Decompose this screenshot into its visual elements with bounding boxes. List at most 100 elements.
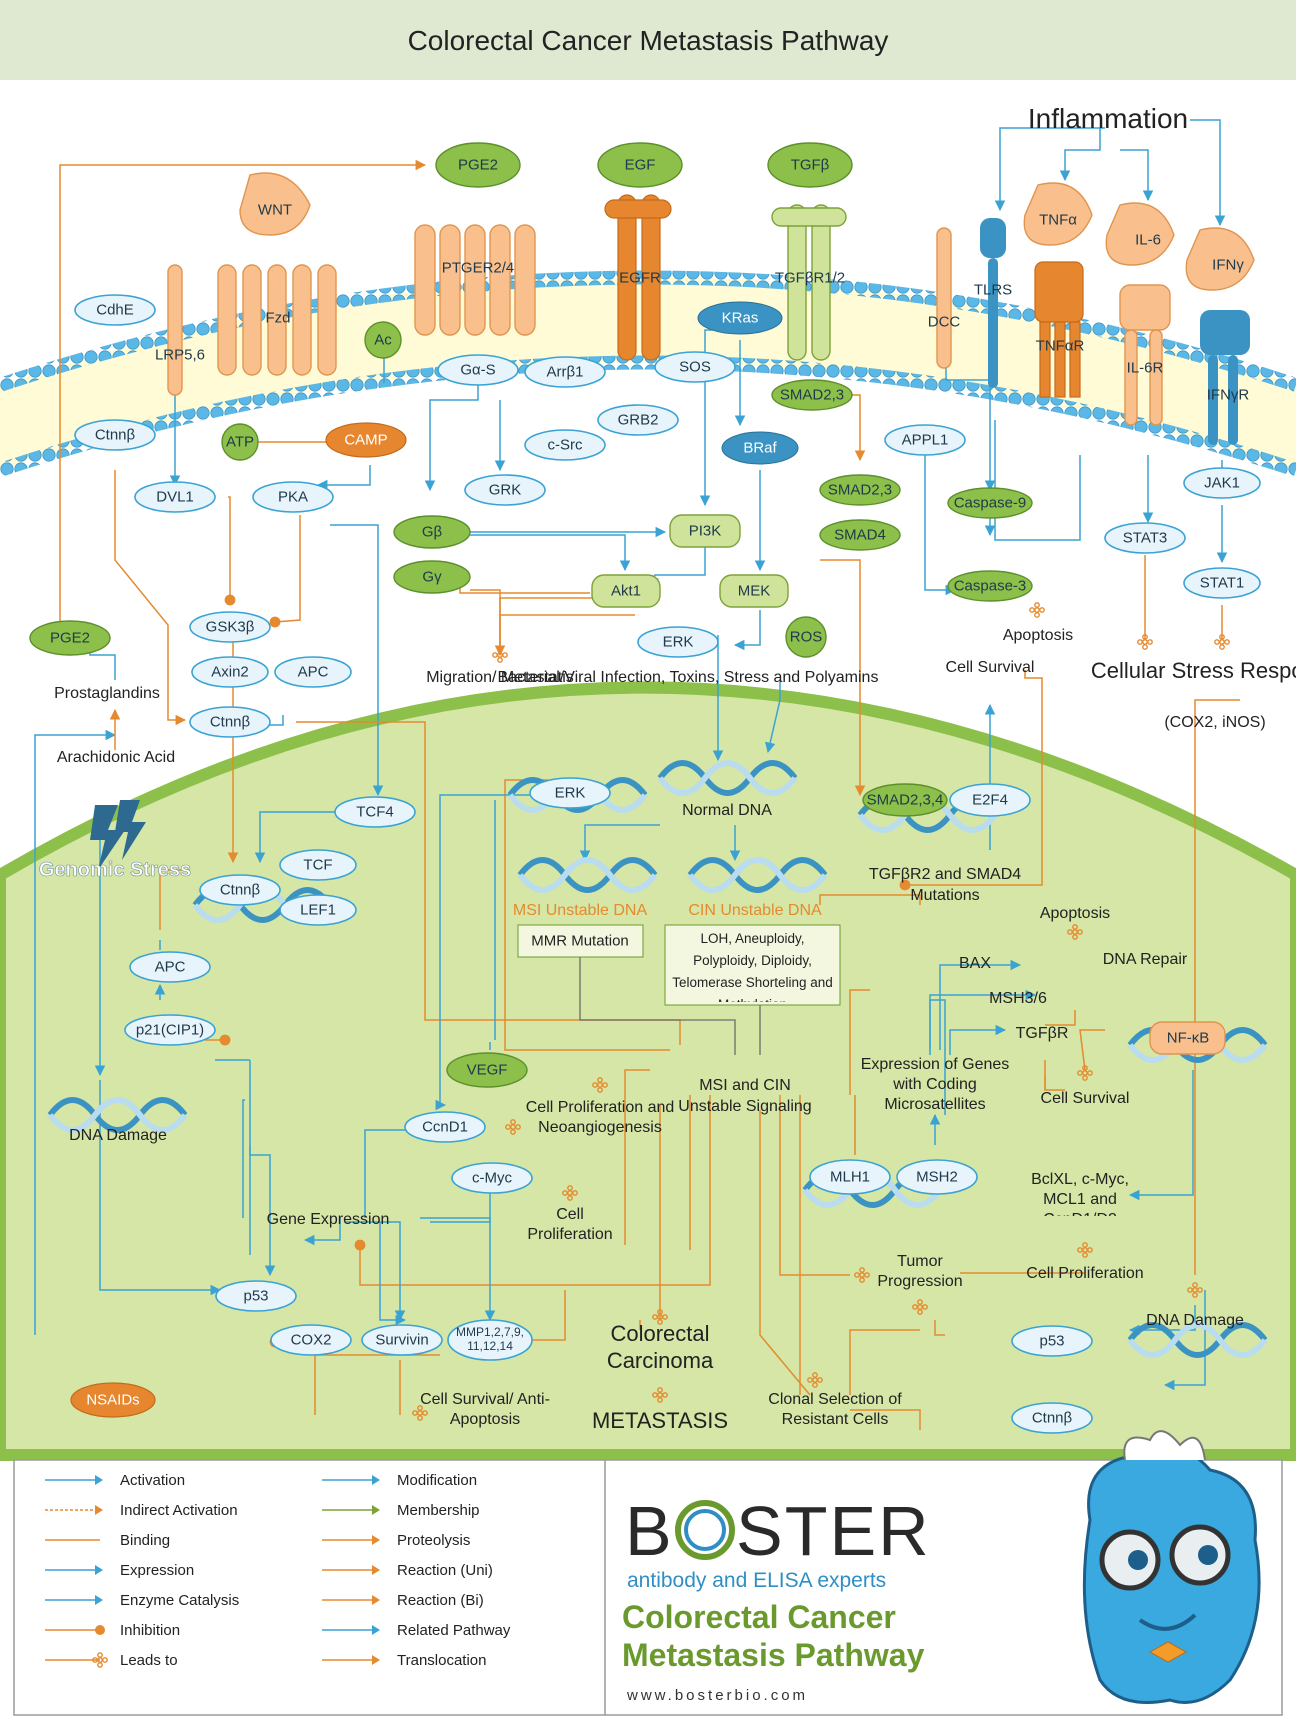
- genomic-stress-icon: Genomic Stress: [39, 800, 191, 881]
- csrc-node: c-Src: [524, 429, 606, 461]
- e2f4-node: E2F4: [949, 783, 1031, 817]
- legend-label: Expression: [120, 1562, 194, 1579]
- cell-proliferation-label-2: Cell Proliferation: [1026, 1265, 1143, 1282]
- gb-node: Gβ: [393, 515, 471, 549]
- legend-label: Leads to: [120, 1652, 178, 1669]
- svg-text:IFNγR: IFNγR: [1207, 387, 1250, 404]
- svg-text:MLH1: MLH1: [830, 1169, 870, 1186]
- gsk3b-node: GSK3β: [189, 611, 271, 643]
- cmyc-node: c-Myc: [451, 1162, 533, 1194]
- lef1-node: LEF1: [279, 894, 357, 926]
- il6r-receptor: IL-6R: [1119, 284, 1171, 426]
- camp-node: CAMP: [325, 422, 407, 458]
- cox2-inos-label: (COX2, iNOS): [1164, 714, 1265, 731]
- egf-ligand: EGF: [597, 142, 683, 188]
- legend-arrowhead: [372, 1565, 380, 1575]
- ccnd1-node: CcnD1: [404, 1111, 486, 1143]
- svg-text:MSH2: MSH2: [916, 1169, 958, 1186]
- page-title: Colorectal Cancer Metastasis Pathway: [408, 25, 889, 56]
- legend-arrowhead: [372, 1535, 380, 1545]
- svg-text:c-Src: c-Src: [548, 437, 583, 454]
- smad23b-node: SMAD2,3: [819, 474, 901, 506]
- legend-arrowhead: [372, 1475, 380, 1485]
- ifnyr-receptor: IFNγR: [1200, 310, 1250, 445]
- stat3-node: STAT3: [1104, 522, 1186, 554]
- legend-label: Binding: [120, 1532, 170, 1549]
- brand-url[interactable]: www.bosterbio.com: [626, 1687, 808, 1704]
- boster-logo: B STER: [625, 1492, 929, 1570]
- migration-label: Migration/ Metastatis: [426, 669, 574, 686]
- gy-node: Gγ: [393, 560, 471, 594]
- svg-text:CAMP: CAMP: [344, 432, 387, 449]
- survivin-node: Survivin: [361, 1324, 443, 1356]
- legend-column-2: ModificationMembershipProteolysisReactio…: [322, 1472, 511, 1669]
- tnfa-ligand: TNFα: [1023, 182, 1093, 246]
- nfkb-node: NF-κB: [1149, 1021, 1226, 1055]
- svg-text:Ac: Ac: [374, 332, 392, 349]
- svg-text:SMAD2,3: SMAD2,3: [780, 387, 844, 404]
- svg-text:IL-6R: IL-6R: [1127, 360, 1164, 377]
- svg-text:WNT: WNT: [258, 202, 292, 219]
- svg-text:p53: p53: [1039, 1333, 1064, 1350]
- svg-text:NF-κB: NF-κB: [1167, 1030, 1210, 1047]
- svg-text:Arrβ1: Arrβ1: [547, 364, 584, 381]
- braf-node: BRaf: [721, 431, 799, 465]
- tgfbr2-mutation-label: TGFβR2 and SMAD4 Mutations: [868, 866, 1022, 904]
- vegf-node: VEGF: [446, 1052, 528, 1088]
- svg-text:PI3K: PI3K: [689, 523, 722, 540]
- svg-text:p53: p53: [243, 1288, 268, 1305]
- ctnnb-nucleus-node: Ctnnβ: [199, 874, 281, 906]
- svg-text:PGE2: PGE2: [458, 157, 498, 174]
- svg-text:B: B: [625, 1492, 674, 1570]
- cell-survival-label-2: Cell Survival: [1041, 1090, 1130, 1107]
- svg-text:p21(CIP1): p21(CIP1): [136, 1022, 204, 1039]
- p53-left-node: p53: [215, 1280, 297, 1312]
- mmr-mutation-box: MMR Mutation: [517, 924, 644, 958]
- svg-text:ATP: ATP: [226, 434, 254, 451]
- pge2-ligand: PGE2: [435, 142, 521, 188]
- svg-text:LEF1: LEF1: [300, 902, 336, 919]
- msi-cin-signaling-label: MSI and CIN Unstable Signaling: [678, 1077, 812, 1115]
- svg-text:APC: APC: [298, 664, 329, 681]
- svg-text:DCC: DCC: [928, 314, 961, 331]
- legend-label: Modification: [397, 1472, 477, 1489]
- svg-text:TCF: TCF: [303, 857, 332, 874]
- arachidonic-acid-label: Arachidonic Acid: [57, 749, 175, 766]
- gas-node: Gα-S: [437, 354, 519, 386]
- tcf4-node: TCF4: [334, 796, 416, 828]
- svg-text:ERK: ERK: [663, 634, 694, 651]
- legend-label: Translocation: [397, 1652, 487, 1669]
- svg-text:Gα-S: Gα-S: [460, 362, 495, 379]
- legend-arrowhead: [95, 1475, 103, 1485]
- cell-survival-anti-label: Cell Survival/ Anti-Apoptosis: [420, 1391, 550, 1428]
- svg-text:ERK: ERK: [555, 785, 586, 802]
- cin-unstable-label: CIN Unstable DNA: [688, 902, 822, 919]
- ptger-receptor: PTGER2/4: [414, 224, 536, 336]
- svg-text:TGFβR1/2: TGFβR1/2: [775, 270, 845, 287]
- mek-node: MEK: [719, 574, 789, 608]
- svg-text:STAT1: STAT1: [1200, 575, 1244, 592]
- dna-damage-label-2: DNA Damage: [1146, 1312, 1244, 1329]
- p53-right-node: p53: [1011, 1325, 1093, 1357]
- smad23-node: SMAD2,3: [771, 379, 853, 411]
- cellular-stress-label: Cellular Stress Response: [1091, 658, 1296, 683]
- legend-label: Reaction (Bi): [397, 1592, 484, 1609]
- legend-arrowhead: [372, 1595, 380, 1605]
- svg-text:Akt1: Akt1: [611, 583, 641, 600]
- brand-title: Colorectal Cancer Metastasis Pathway: [622, 1599, 925, 1673]
- p21-node: p21(CIP1): [124, 1014, 216, 1046]
- dvl1-node: DVL1: [134, 481, 216, 513]
- svg-text:VEGF: VEGF: [467, 1062, 508, 1079]
- msi-unstable-label: MSI Unstable DNA: [513, 902, 648, 919]
- svg-text:c-Myc: c-Myc: [472, 1170, 512, 1187]
- dna-damage-label-1: DNA Damage: [69, 1127, 167, 1144]
- svg-text:APC: APC: [155, 959, 186, 976]
- svg-text:Axin2: Axin2: [211, 664, 249, 681]
- dcc-receptor: DCC: [928, 227, 961, 369]
- legend-label: Activation: [120, 1472, 185, 1489]
- legend-label: Membership: [397, 1502, 480, 1519]
- arrb1-node: Arrβ1: [524, 356, 606, 388]
- svg-text:Ctnnβ: Ctnnβ: [210, 714, 251, 731]
- svg-text:MMR Mutation: MMR Mutation: [531, 933, 629, 950]
